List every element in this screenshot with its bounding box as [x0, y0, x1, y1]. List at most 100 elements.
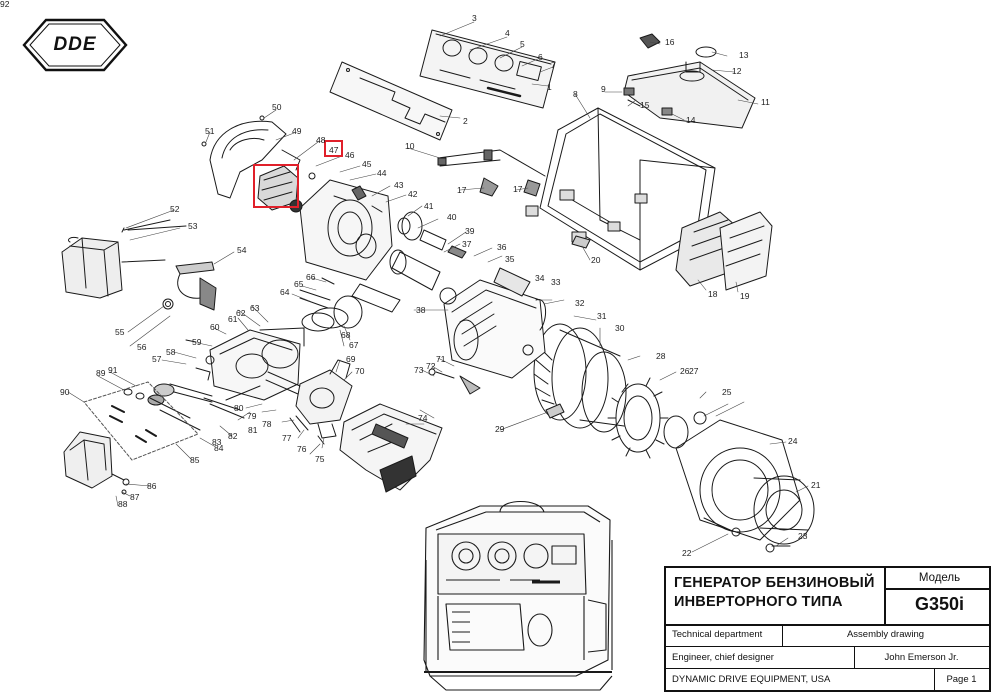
- fan-cover-part: [201, 115, 287, 199]
- part-number-label-28: 28: [656, 351, 666, 361]
- part-number-label-24: 24: [788, 436, 798, 446]
- part-number-label-77: 77: [282, 433, 292, 443]
- part-number-label-45: 45: [362, 159, 372, 169]
- crankshaft-part: [299, 229, 447, 332]
- brand-logo: DDE: [22, 18, 128, 72]
- department-text: Technical department: [672, 629, 763, 640]
- part-number-label-13: 13: [739, 50, 749, 60]
- part-number-label-26: 26: [680, 366, 690, 376]
- part-number-label-41: 41: [424, 201, 434, 211]
- part-number-label-58: 58: [166, 347, 176, 357]
- bolts-part: [123, 217, 791, 553]
- part-number-label-75: 75: [315, 454, 325, 464]
- part-number-label-91: 91: [108, 365, 118, 375]
- part-number-label-76: 76: [297, 444, 307, 454]
- part-number-label-25: 25: [722, 387, 732, 397]
- part-number-label-68: 68: [341, 330, 351, 340]
- valve-cover-part: [63, 431, 130, 495]
- part-number-label-4: 4: [505, 28, 510, 38]
- document-title-line-2: ИНВЕРТОРНОГО ТИПА: [674, 594, 843, 610]
- part-number-label-61: 61: [228, 314, 238, 324]
- document-title-line-1: ГЕНЕРАТОР БЕНЗИНОВЫЙ: [674, 575, 875, 591]
- part-number-label-87: 87: [130, 492, 140, 502]
- part-number-label-30: 30: [615, 323, 625, 333]
- flywheel-part: [533, 323, 707, 459]
- highlight-box-part-48: [253, 164, 299, 208]
- part-number-label-22: 22: [682, 548, 692, 558]
- part-number-label-35: 35: [505, 254, 515, 264]
- part-number-label-6: 6: [538, 52, 543, 62]
- part-number-label-29: 29: [495, 424, 505, 434]
- part-number-label-2: 2: [463, 116, 468, 126]
- part-number-label-7: 7: [551, 60, 556, 70]
- part-number-label-63: 63: [250, 303, 260, 313]
- part-number-label-78: 78: [262, 419, 272, 429]
- part-number-label-18: 18: [708, 289, 718, 299]
- part-number-label-31: 31: [597, 311, 607, 321]
- part-number-label-46: 46: [345, 150, 355, 160]
- part-number-label-57: 57: [152, 354, 162, 364]
- part-number-label-43: 43: [394, 180, 404, 190]
- part-number-label-39: 39: [465, 226, 475, 236]
- part-number-label-84: 84: [214, 443, 224, 453]
- control-panel-part: [419, 29, 556, 109]
- part-number-label-85: 85: [190, 455, 200, 465]
- company-text: DYNAMIC DRIVE EQUIPMENT, USA: [672, 674, 831, 685]
- part-number-label-38: 38: [416, 305, 426, 315]
- part-number-label-12: 12: [732, 66, 742, 76]
- brand-logo-text: DDE: [53, 34, 97, 55]
- part-number-label-79: 79: [247, 411, 257, 421]
- title-block: ГЕНЕРАТОР БЕНЗИНОВЫЙ ИНВЕРТОРНОГО ТИПА М…: [664, 566, 991, 692]
- part-number-label-90: 90: [60, 387, 70, 397]
- part-number-label-1: 1: [547, 82, 552, 92]
- part-number-label-51: 51: [205, 126, 215, 136]
- part-number-label-47: 47: [329, 145, 339, 155]
- exhaust-pipe-part: [175, 261, 217, 311]
- part-number-label-5: 5: [520, 39, 525, 49]
- part-number-label-65: 65: [294, 279, 304, 289]
- muffler-part: [61, 225, 187, 310]
- part-number-label-15: 15: [640, 100, 650, 110]
- part-number-label-44: 44: [377, 168, 387, 178]
- leader-lines: [67, 21, 809, 553]
- part-number-label-50: 50: [272, 102, 282, 112]
- cylinder-block-part: [439, 267, 546, 395]
- cylinder-head-part: [169, 327, 305, 403]
- part-number-label-55: 55: [115, 327, 125, 337]
- page-number-text: Page 1: [946, 674, 977, 685]
- part-number-label-40: 40: [447, 212, 457, 222]
- part-number-label-92: 92: [0, 0, 10, 9]
- crankcase-cover-part: [299, 172, 423, 281]
- part-number-label-83: 83: [212, 437, 222, 447]
- role-text: Engineer, chief designer: [672, 652, 774, 663]
- part-number-label-72: 72: [426, 361, 436, 371]
- part-number-label-42: 42: [408, 189, 418, 199]
- assembled-generator-illustration: [423, 501, 613, 691]
- part-number-label-66: 66: [306, 272, 316, 282]
- part-number-label-71: 71: [436, 354, 446, 364]
- drawing-type-text: Assembly drawing: [846, 629, 925, 640]
- part-number-label-81: 81: [248, 425, 258, 435]
- part-number-label-17: 17: [513, 184, 523, 194]
- part-number-label-52: 52: [170, 204, 180, 214]
- part-number-label-60: 60: [210, 322, 220, 332]
- part-number-label-36: 36: [497, 242, 507, 252]
- part-number-label-86: 86: [147, 481, 157, 491]
- model-label: Модель: [918, 572, 961, 584]
- part-number-label-16: 16: [665, 37, 675, 47]
- part-number-label-21: 21: [811, 480, 821, 490]
- part-number-label-82: 82: [228, 431, 238, 441]
- part-number-label-89: 89: [96, 368, 106, 378]
- part-number-label-11: 11: [761, 97, 770, 107]
- part-number-label-70: 70: [355, 366, 365, 376]
- rocker-arm-part: [109, 383, 261, 443]
- part-number-label-67: 67: [349, 340, 359, 350]
- brand-logo-shape: [22, 18, 128, 72]
- part-number-label-20: 20: [591, 255, 601, 265]
- side-panel-part: [329, 61, 453, 141]
- highlight-box-label-48: [324, 140, 343, 157]
- part-number-label-34: 34: [535, 273, 545, 283]
- inverter-part: [675, 211, 773, 291]
